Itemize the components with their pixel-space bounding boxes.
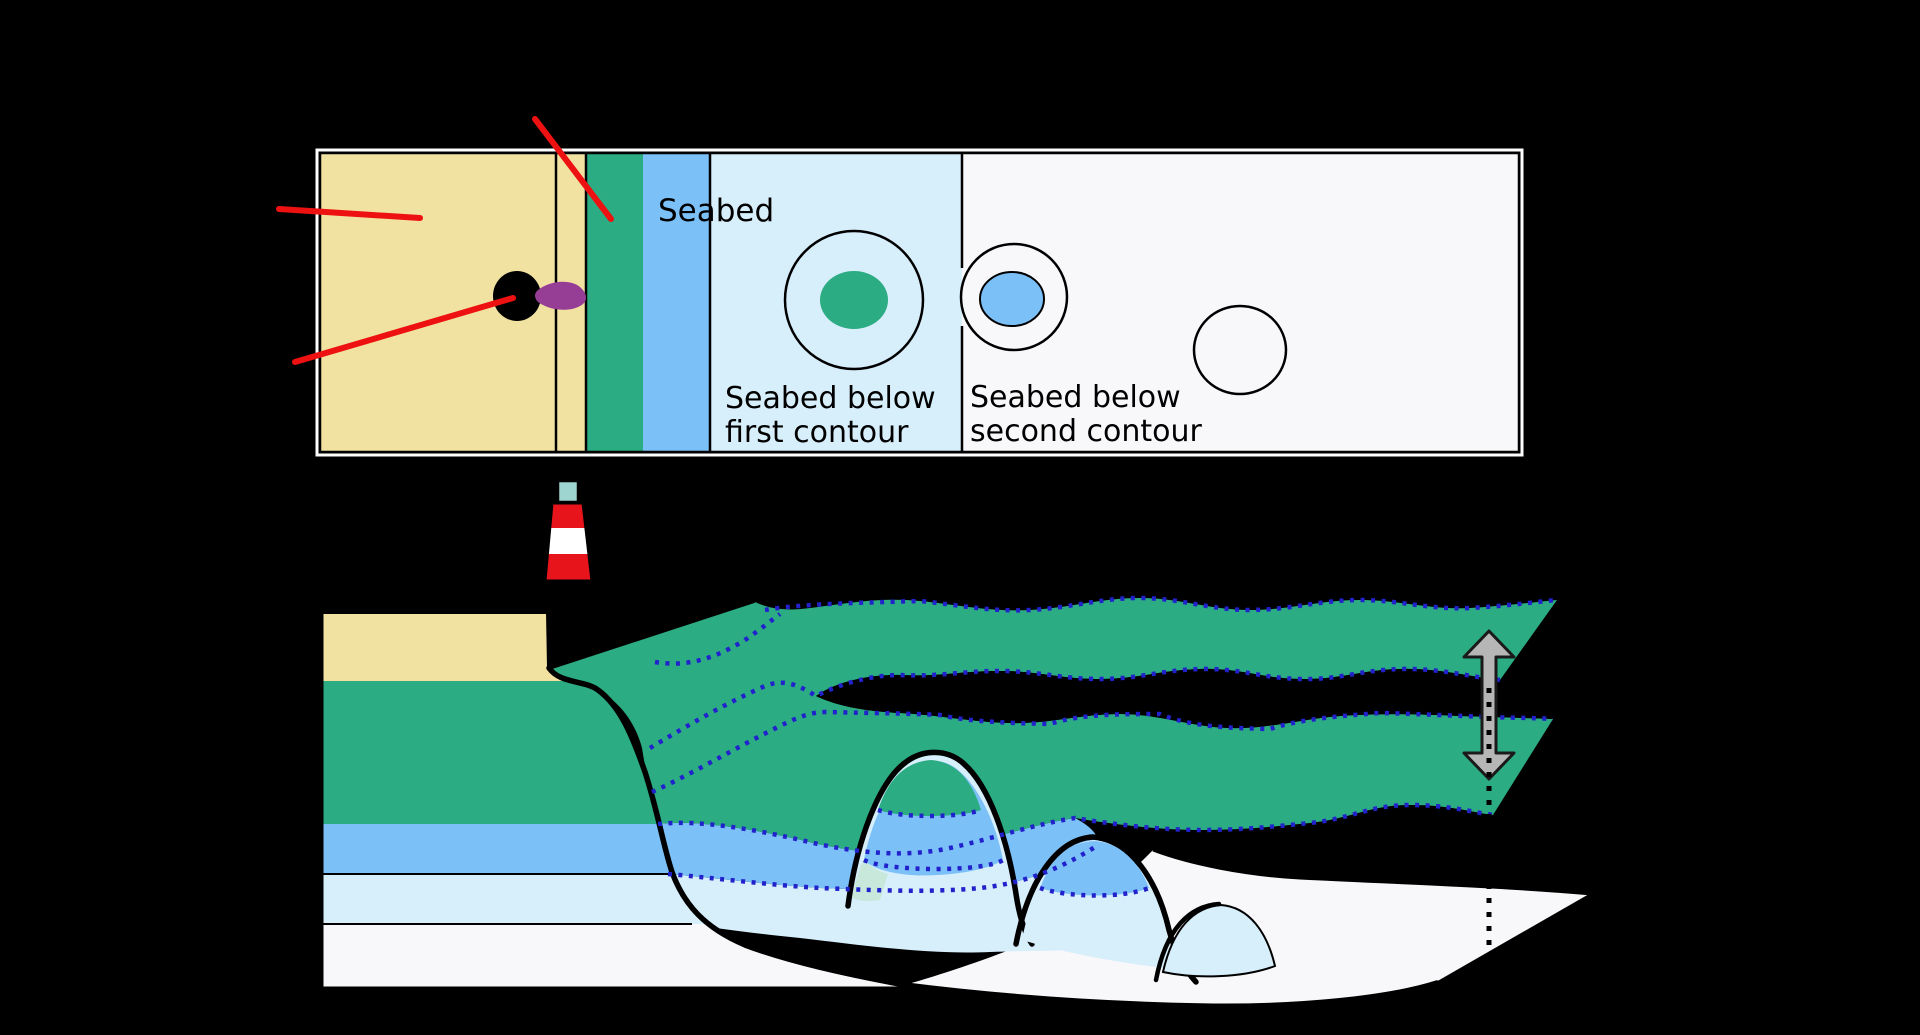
light-flare-icon	[535, 281, 586, 310]
land-top-face	[316, 550, 754, 614]
lighthouse-icon	[543, 479, 594, 588]
shoal-bulge-inner-patch	[979, 271, 1045, 327]
light-position-dot-icon	[493, 271, 541, 321]
lower-sheet-bottom-edge-dots	[657, 802, 1494, 856]
hill3-profile-line	[1153, 901, 1222, 983]
land-step-face	[546, 551, 756, 670]
coast-profile-curve	[546, 665, 908, 988]
deep-plane-front-edge	[902, 980, 1440, 1009]
hill1-drying-cap	[878, 760, 981, 816]
region-shallow-strip	[643, 153, 710, 452]
hill2-shallow-cap	[1040, 841, 1149, 896]
panel-outer-border	[315, 148, 1524, 457]
chart-plan-view-panel: Seabed Seabed below first contour Seabed…	[315, 148, 1524, 457]
below-first-contour-label-line2: first contour	[725, 415, 909, 450]
pointer-line-intertidal	[532, 116, 614, 222]
contour-dotted-lines	[648, 595, 1558, 893]
slope-tide-line-a	[654, 612, 782, 666]
shoal-drying-outer	[783, 229, 925, 371]
pointer-lines	[276, 116, 614, 365]
lighthouse-lantern	[556, 479, 580, 504]
upper-sheet-bottom-edge-dots	[648, 666, 1501, 750]
shoal-hill-deep	[1153, 901, 1277, 983]
lighthouse-white-band	[546, 528, 590, 554]
shoal-bulge-outer	[959, 242, 1069, 352]
seabed-label: Seabed	[658, 193, 774, 229]
below-first-contour-label-line1: Seabed below	[725, 381, 936, 416]
lighthouse-outline	[543, 501, 594, 583]
deep-plane-right-edge	[1436, 892, 1593, 985]
hill1-profile-line	[845, 749, 1035, 947]
deep-plane-back-edge	[1152, 848, 1593, 896]
shoal-deep-patch	[1192, 304, 1288, 396]
perspective-view	[316, 479, 1593, 1009]
below-second-contour-label-line2: second contour	[970, 414, 1203, 449]
pointer-line-light	[292, 295, 516, 365]
gap-between-tide-sheets	[816, 668, 1553, 729]
pointer-line-land	[276, 206, 423, 221]
hill3-dome	[1161, 903, 1277, 978]
below-second-contour-label-line1: Seabed below	[970, 380, 1181, 415]
hill1-datum-ring	[877, 807, 982, 819]
hill2-contour-ring	[1039, 885, 1150, 898]
shoal-drying-center	[820, 271, 888, 329]
panel-inner-border	[318, 151, 1521, 454]
foreshore-and-tide-sheets	[549, 598, 1557, 854]
hill1-first-contour-ring	[862, 857, 1005, 872]
upper-sheet-top-edge-dots	[764, 595, 1558, 613]
slope-first-contour-dots	[667, 843, 1100, 893]
